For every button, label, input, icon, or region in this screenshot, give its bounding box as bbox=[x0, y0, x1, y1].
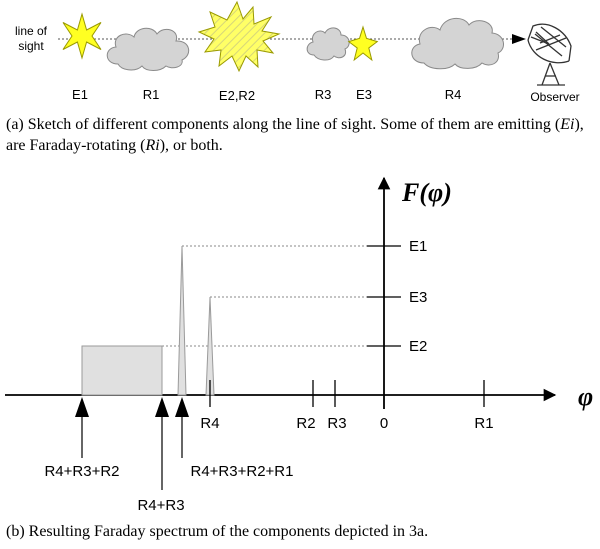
spectrum-box-e2 bbox=[81, 345, 163, 396]
label-e1: E1 bbox=[72, 87, 88, 102]
label-observer: Observer bbox=[530, 90, 579, 104]
label-r4: R4 bbox=[445, 87, 462, 102]
caption-a-suffix: ), or both. bbox=[159, 137, 223, 154]
star-e1-icon bbox=[62, 12, 102, 60]
caption-a: (a) Sketch of different components along… bbox=[6, 114, 596, 156]
star-e3-icon bbox=[347, 25, 379, 62]
cloud-r1-icon bbox=[106, 27, 190, 71]
caption-b: (b) Resulting Faraday spectrum of the co… bbox=[6, 523, 429, 540]
caption-a-prefix: (a) Sketch of different components along… bbox=[6, 116, 561, 133]
sum-arrow-r4r3r2r1 bbox=[175, 397, 189, 458]
y-axis-label: F(φ) bbox=[401, 178, 452, 207]
sum-arrow-r4r3 bbox=[155, 397, 169, 490]
caption-a-rot-symbol: Ri bbox=[145, 137, 160, 154]
x-tick-label-zero: 0 bbox=[380, 415, 388, 432]
spectrum-panel: F(φ) φ E1 E3 E2 R4 R2 R3 0 R1 bbox=[5, 176, 593, 514]
cloud-r4-icon bbox=[411, 17, 504, 70]
caption-a-middle: ), are Faraday-rotating ( bbox=[6, 116, 584, 154]
label-e2r2: E2,R2 bbox=[219, 88, 255, 103]
y-tick-label-e2: E2 bbox=[409, 338, 427, 355]
y-tick-label-e3: E3 bbox=[409, 289, 427, 306]
line-of-sight-label-2: sight bbox=[18, 39, 44, 53]
burst-e2r2-icon bbox=[197, 0, 281, 73]
radio-dish-icon bbox=[527, 23, 572, 86]
sum-label-r4r3r2r1: R4+R3+R2+R1 bbox=[191, 463, 294, 480]
line-of-sight-arrowhead bbox=[512, 34, 526, 44]
cloud-r3-icon bbox=[306, 27, 350, 61]
sum-label-r4r3: R4+R3 bbox=[137, 497, 184, 514]
x-tick-label-r3: R3 bbox=[327, 415, 346, 432]
spectrum-spike-e1 bbox=[177, 245, 187, 396]
x-tick-label-r4: R4 bbox=[200, 415, 219, 432]
sum-arrow-r4r3r2 bbox=[75, 397, 89, 458]
line-of-sight-label-1: line of bbox=[15, 24, 48, 38]
label-e3: E3 bbox=[356, 87, 372, 102]
x-axis-label: φ bbox=[578, 382, 593, 411]
x-tick-label-r1: R1 bbox=[474, 415, 493, 432]
caption-a-emit-symbol: Ei bbox=[560, 116, 575, 133]
label-r1: R1 bbox=[143, 87, 160, 102]
label-r3: R3 bbox=[315, 87, 332, 102]
sketch-panel: line of sight E1 bbox=[15, 0, 580, 104]
y-tick-label-e1: E1 bbox=[409, 238, 427, 255]
x-tick-label-r2: R2 bbox=[296, 415, 315, 432]
sum-label-r4r3r2: R4+R3+R2 bbox=[44, 463, 119, 480]
